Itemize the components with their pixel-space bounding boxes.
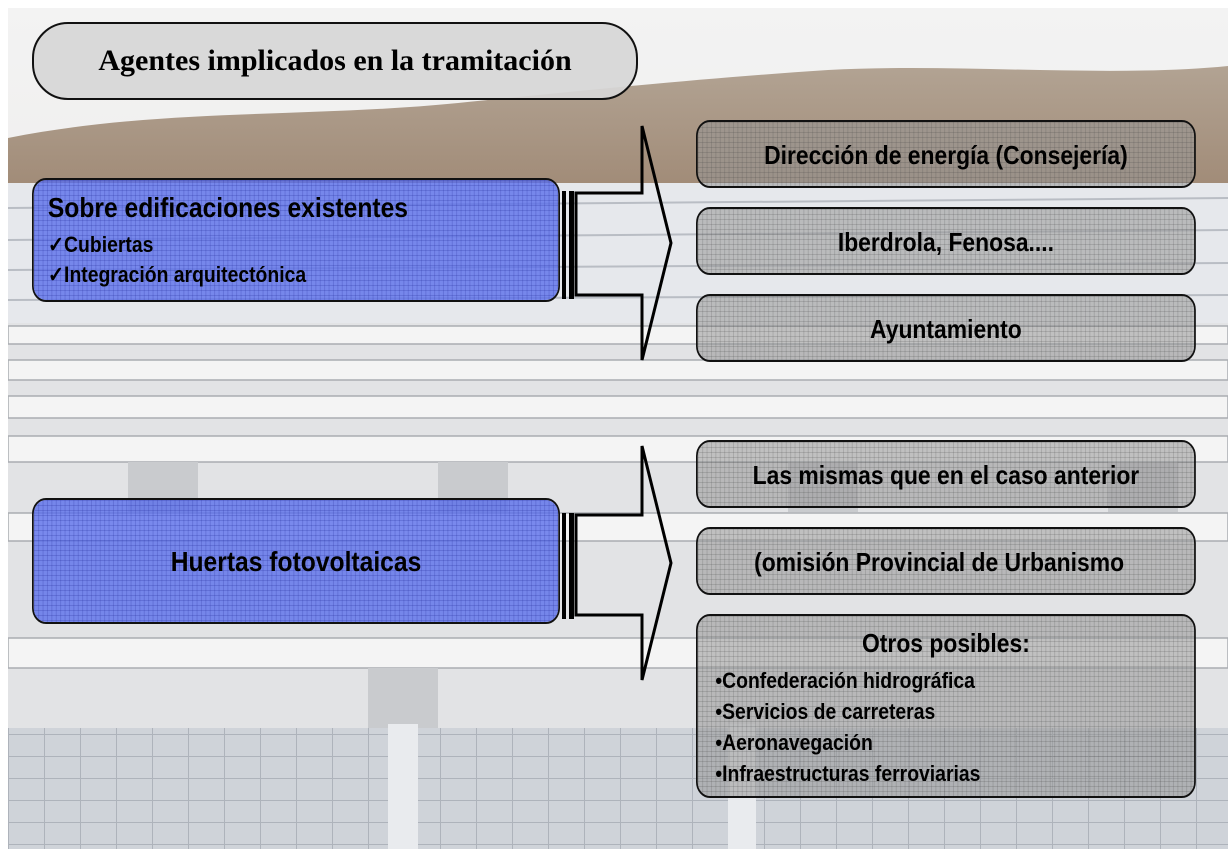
agent-box-utilities: Iberdrola, Fenosa.... — [696, 207, 1196, 275]
others-item-aviation: •Aeronavegación — [715, 730, 873, 755]
others-item-roads: •Servicios de carreteras — [715, 699, 936, 724]
agent-box-others: Otros posibles: •Confederación hidrográf… — [696, 614, 1196, 798]
slide-title: Agentes implicados en la tramitación — [32, 22, 638, 100]
agent-urban-planning-commission-label: (omisión Provincial de Urbanismo — [754, 547, 1125, 577]
agent-box-energy-directorate: Dirección de energía (Consejería) — [696, 120, 1196, 188]
agent-city-council-label: Ayuntamiento — [870, 314, 1022, 344]
others-item-hydrographic: •Confederación hidrográfica — [715, 668, 975, 693]
agent-box-same-as-previous: Las mismas que en el caso anterior — [696, 440, 1196, 508]
others-item-railways: •Infraestructuras ferroviarias — [715, 761, 981, 786]
arrow-to-agents-farms — [562, 445, 673, 681]
existing-buildings-heading: Sobre edificaciones existentes — [47, 192, 409, 223]
existing-buildings-box: Sobre edificaciones existentes ✓Cubierta… — [32, 178, 560, 302]
solar-farms-heading: Huertas fotovoltaicas — [170, 546, 422, 577]
solar-farms-box: Huertas fotovoltaicas — [32, 498, 560, 624]
slide: Agentes implicados en la tramitación Sob… — [8, 8, 1228, 849]
agent-same-as-previous-label: Las mismas que en el caso anterior — [752, 460, 1140, 490]
existing-buildings-item-roofs: ✓Cubiertas — [47, 232, 154, 257]
arrow-to-agents-existing — [562, 125, 673, 361]
agent-box-city-council: Ayuntamiento — [696, 294, 1196, 362]
others-heading: Otros posibles: — [862, 628, 1030, 658]
existing-buildings-item-integration: ✓Integración arquitectónica — [47, 262, 307, 287]
agent-energy-directorate-label: Dirección de energía (Consejería) — [764, 140, 1128, 170]
agent-utilities-label: Iberdrola, Fenosa.... — [837, 227, 1054, 257]
agent-box-urban-planning-commission: (omisión Provincial de Urbanismo — [696, 527, 1196, 595]
